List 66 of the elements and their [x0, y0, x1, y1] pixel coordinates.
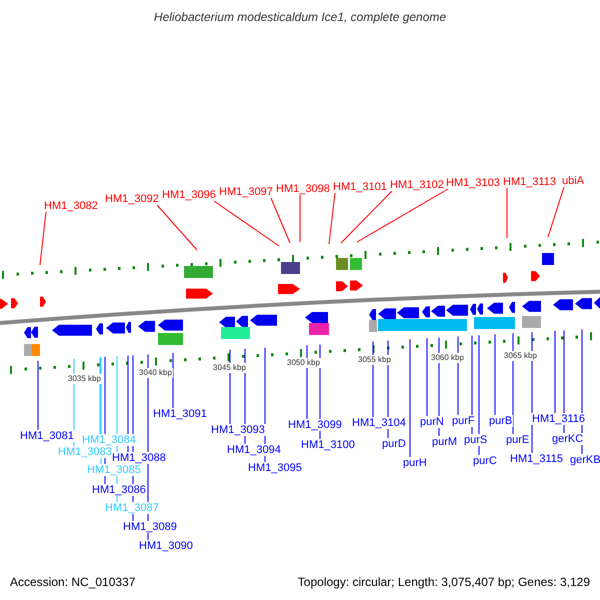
gene-label: HM1_3100 — [300, 439, 356, 451]
gene-label: HM1_3092 — [104, 193, 160, 205]
scale-label: 3050 kbp — [286, 358, 321, 368]
leader-line — [426, 338, 428, 416]
gene-label: HM1_3086 — [91, 484, 147, 496]
leader-line — [478, 334, 480, 456]
gene-label: HM1_3102 — [389, 179, 445, 191]
gene-label: HM1_3103 — [445, 177, 501, 189]
gene-label: HM1_3084 — [81, 434, 137, 446]
scale-label: 3035 kbp — [67, 374, 102, 384]
gene-label: HM1_3081 — [19, 430, 75, 442]
gene-label: HM1_3082 — [43, 200, 99, 212]
gene-label: HM1_3104 — [351, 417, 407, 429]
gene-label: HM1_3116 — [531, 413, 586, 425]
gene-label: HM1_3099 — [287, 419, 343, 431]
gene-label: gerKB — [569, 454, 600, 466]
leader-line — [494, 334, 496, 416]
gene-label: purB — [488, 415, 514, 427]
scale-label: 3065 kbp — [503, 351, 538, 361]
gene-label: HM1_3094 — [226, 444, 282, 456]
scale-label: 3060 kbp — [430, 353, 465, 363]
gene-label: HM1_3101 — [332, 181, 388, 193]
gene-label: purC — [472, 455, 498, 467]
leader-line — [172, 352, 174, 408]
scale-label: 3040 kbp — [138, 368, 173, 378]
map-title: Heliobacterium modesticaldum Ice1, complete genome — [152, 10, 448, 24]
gene-label: purH — [402, 457, 428, 469]
gene-label: ubiA — [561, 175, 586, 187]
gene-label: HM1_3083 — [57, 446, 113, 458]
gene-label: HM1_3087 — [104, 502, 160, 514]
gene-label: HM1_3098 — [275, 183, 331, 195]
scale-label: 3055 kbp — [357, 355, 392, 365]
gene-label: purE — [505, 434, 530, 446]
leader-line — [340, 190, 392, 244]
gene-label: HM1_3096 — [161, 189, 217, 201]
scale-label: 3045 kbp — [212, 363, 247, 373]
leader-line — [156, 204, 198, 250]
gene-label: gerKC — [551, 433, 584, 445]
leader-line — [548, 186, 564, 238]
leader-line — [372, 340, 374, 418]
leader-line — [40, 212, 46, 266]
genome-info: Topology: circular; Length: 3,075,407 bp; Genes: 3,129 — [298, 575, 590, 589]
leader-line — [506, 188, 508, 238]
gene-label: purD — [381, 438, 407, 450]
gene-label: purN — [419, 416, 445, 428]
leader-line — [270, 198, 290, 244]
gene-label: HM1_3095 — [247, 462, 303, 474]
gene-label: HM1_3088 — [111, 452, 167, 464]
gene-label: HM1_3093 — [210, 424, 266, 436]
gene-label: HM1_3113 — [502, 176, 557, 188]
gene-label: HM1_3089 — [122, 521, 178, 533]
leader-line — [356, 188, 448, 242]
leader-line — [554, 330, 556, 414]
gene-label: HM1_3115 — [509, 453, 564, 465]
leader-line — [328, 192, 336, 244]
gene-label: purS — [463, 434, 488, 446]
gene-label: purF — [451, 415, 476, 427]
leader-line — [214, 200, 280, 246]
gene-label: HM1_3091 — [152, 408, 208, 420]
leader-line — [512, 332, 514, 434]
gene-label: purM — [431, 436, 458, 448]
gene-label: HM1_3090 — [138, 540, 194, 552]
gene-label: HM1_3085 — [86, 464, 142, 476]
gene-label: HM1_3097 — [218, 186, 274, 198]
accession-label: Accession: NC_010337 — [10, 575, 136, 589]
leader-line — [306, 344, 308, 420]
